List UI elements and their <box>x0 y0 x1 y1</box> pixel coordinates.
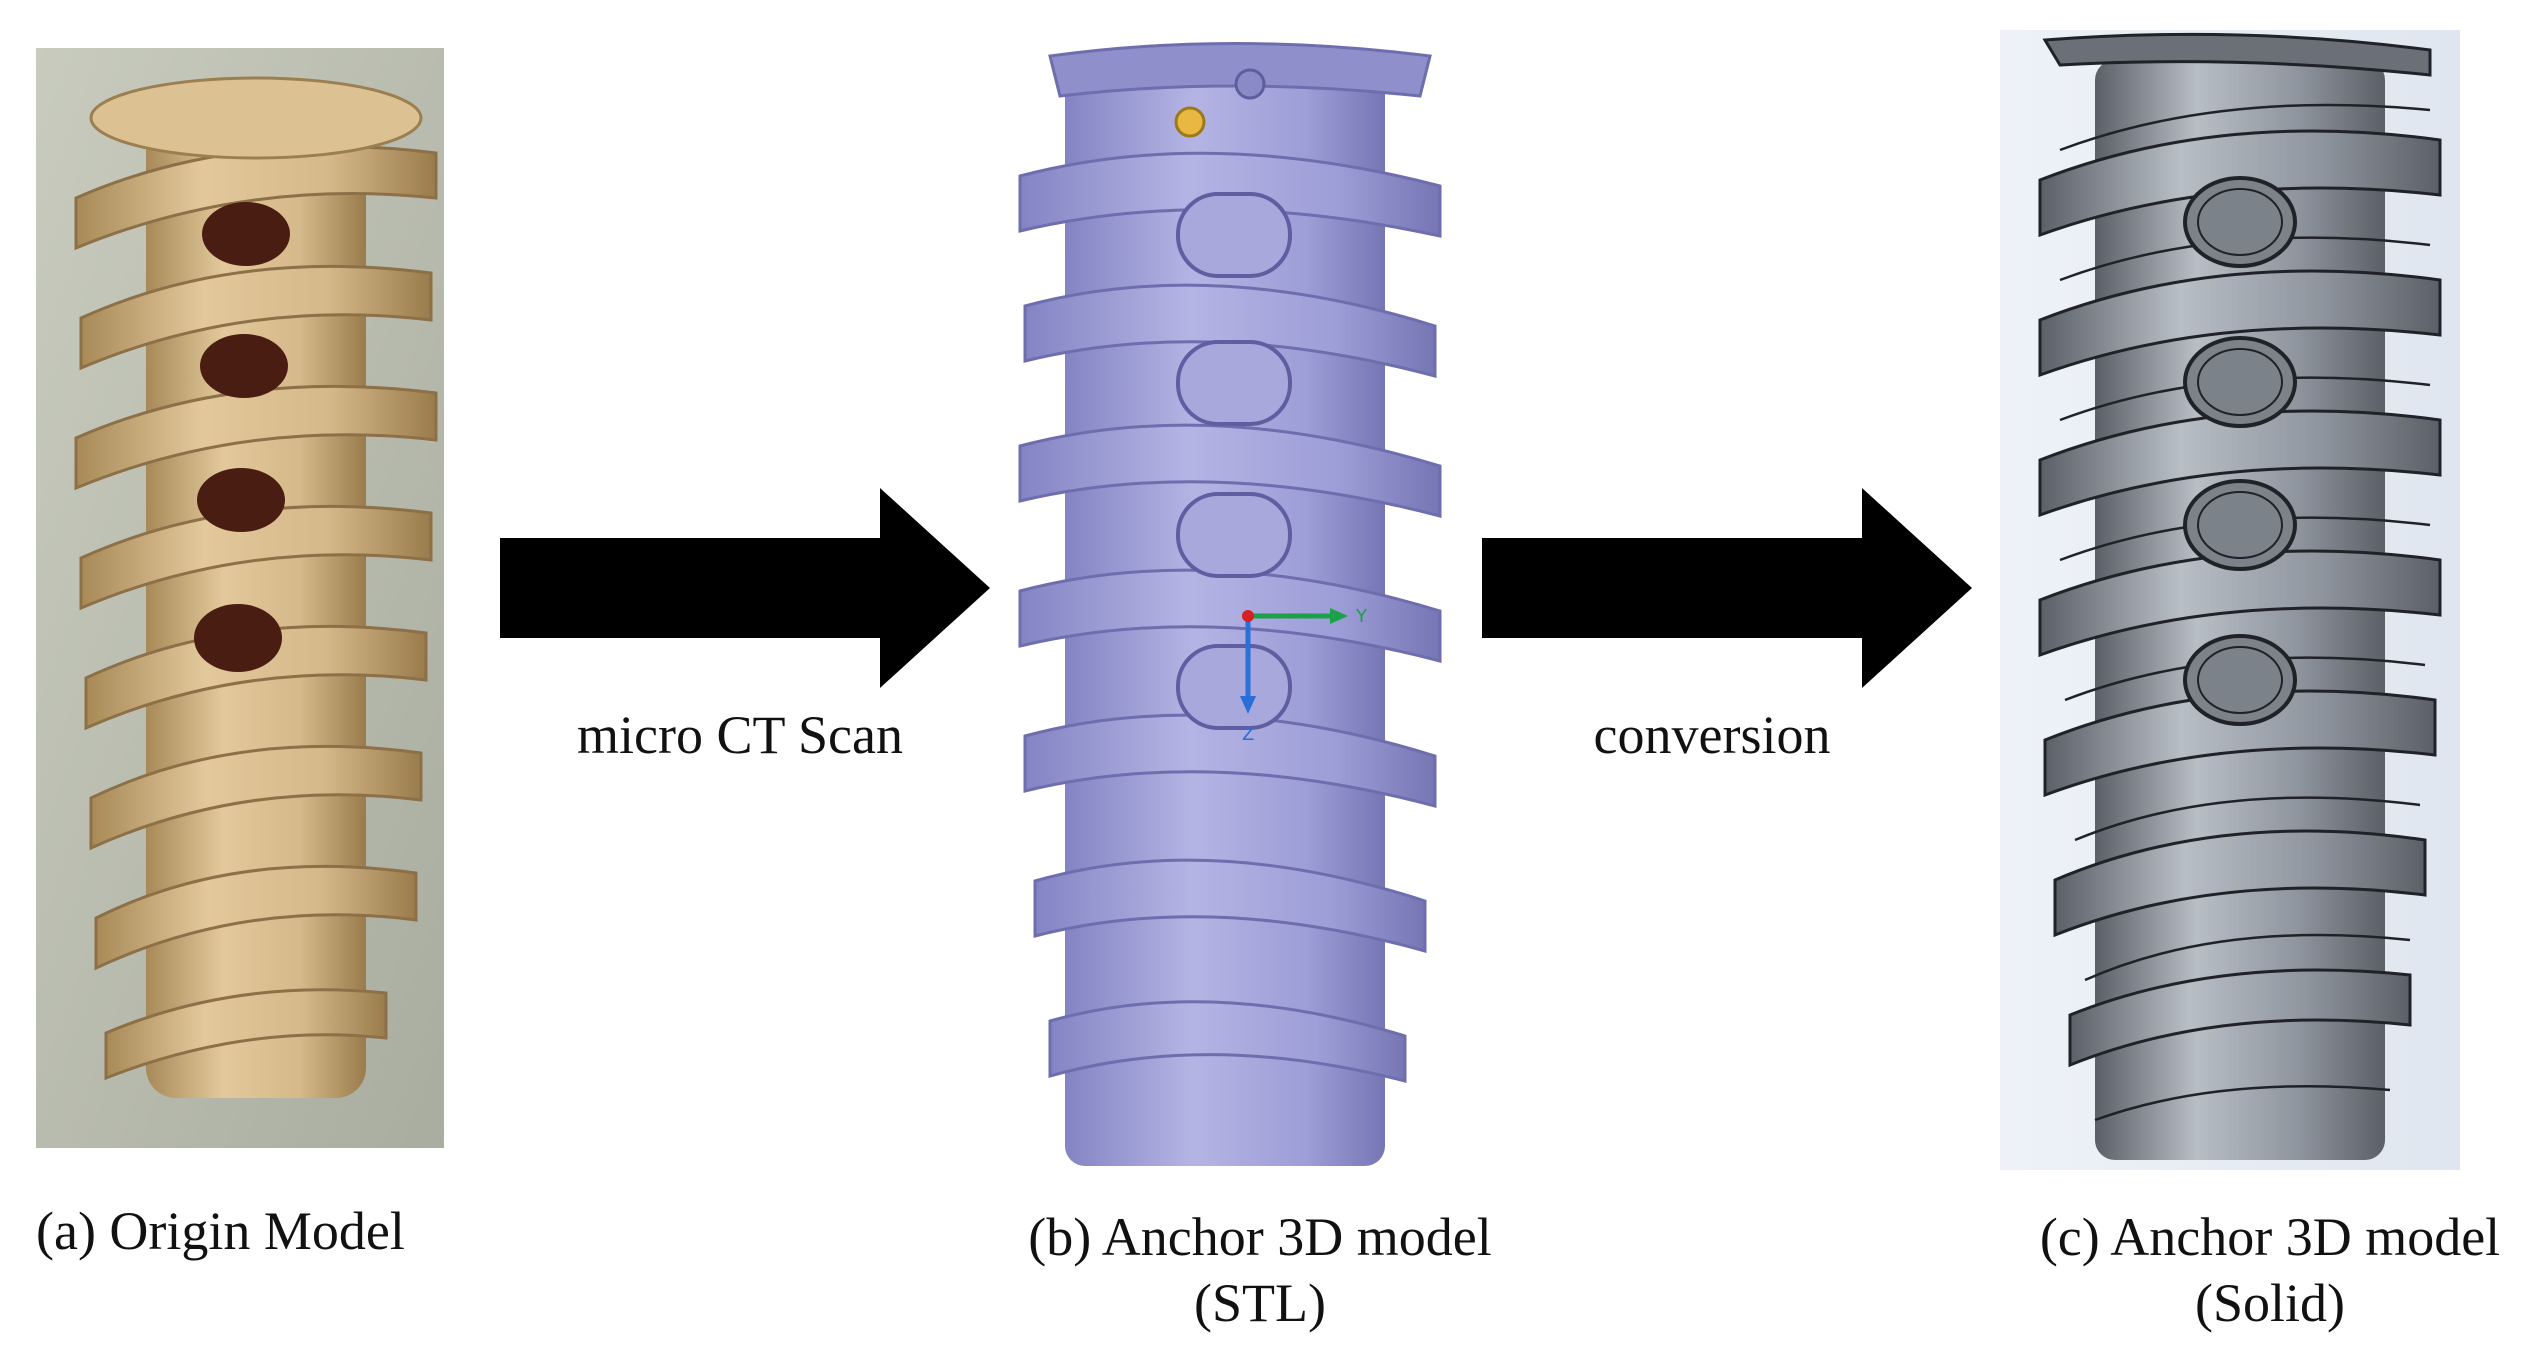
axis-origin-dot <box>1242 610 1254 622</box>
stl-model-image <box>1018 42 1442 1166</box>
right-arrow-1 <box>500 488 990 688</box>
caption-b: (b) Anchor 3D model (STL) <box>1000 1204 1520 1336</box>
solid-model-image <box>2000 30 2460 1170</box>
z-axis-arrowhead <box>1240 696 1256 714</box>
solid-model-render <box>2000 30 2460 1170</box>
origin-model-photo <box>36 48 444 1148</box>
caption-b-line2: (STL) <box>1194 1273 1326 1333</box>
arrow-label-conversion: conversion <box>1593 705 1831 765</box>
y-axis-label: Y <box>1355 606 1368 627</box>
y-axis-arrowhead <box>1330 608 1348 624</box>
origin-model-image <box>36 48 444 1148</box>
caption-c: (c) Anchor 3D model (Solid) <box>2010 1204 2530 1336</box>
z-axis-label: Z <box>1242 724 1254 745</box>
caption-c-line2: (Solid) <box>2194 1273 2345 1333</box>
caption-a-line1: (a) Origin Model <box>36 1201 405 1261</box>
caption-b-line1: (b) Anchor 3D model <box>1028 1207 1492 1267</box>
stl-model-render: Y Z <box>1010 36 1450 1186</box>
axis-gizmo: Y Z <box>1240 606 1368 745</box>
caption-a: (a) Origin Model <box>36 1198 536 1264</box>
right-arrow-2 <box>1482 488 1972 688</box>
caption-c-line1: (c) Anchor 3D model <box>2039 1207 2501 1267</box>
arrow-label-micro-ct-scan: micro CT Scan <box>577 705 903 765</box>
